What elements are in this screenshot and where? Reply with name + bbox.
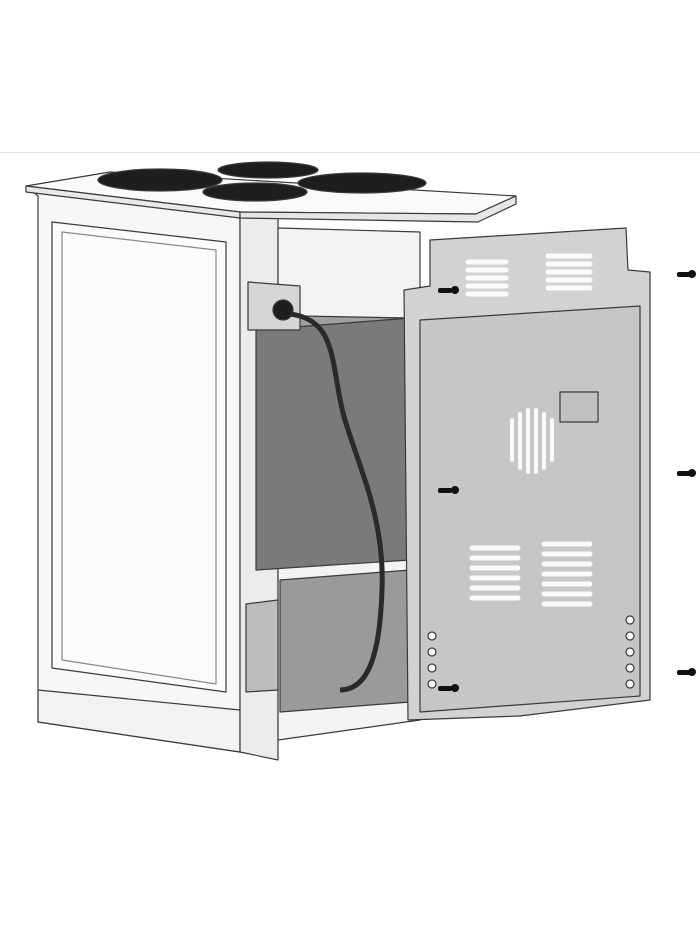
page-divider (0, 152, 700, 153)
screws (438, 270, 696, 692)
stove-cabinet (25, 185, 279, 761)
screw-icon (438, 486, 459, 494)
screw-icon (438, 286, 459, 294)
hotplate (297, 172, 427, 194)
back-panel (403, 227, 651, 721)
screw-icon (677, 270, 696, 278)
oven-interior (245, 227, 421, 741)
cooktop (25, 161, 517, 223)
power-cable (272, 299, 385, 693)
hotplate (97, 168, 223, 192)
screw-icon (677, 469, 696, 477)
hotplate (217, 161, 319, 179)
screw-icon (438, 684, 459, 692)
hotplate (202, 182, 308, 202)
screw-icon (677, 668, 696, 676)
